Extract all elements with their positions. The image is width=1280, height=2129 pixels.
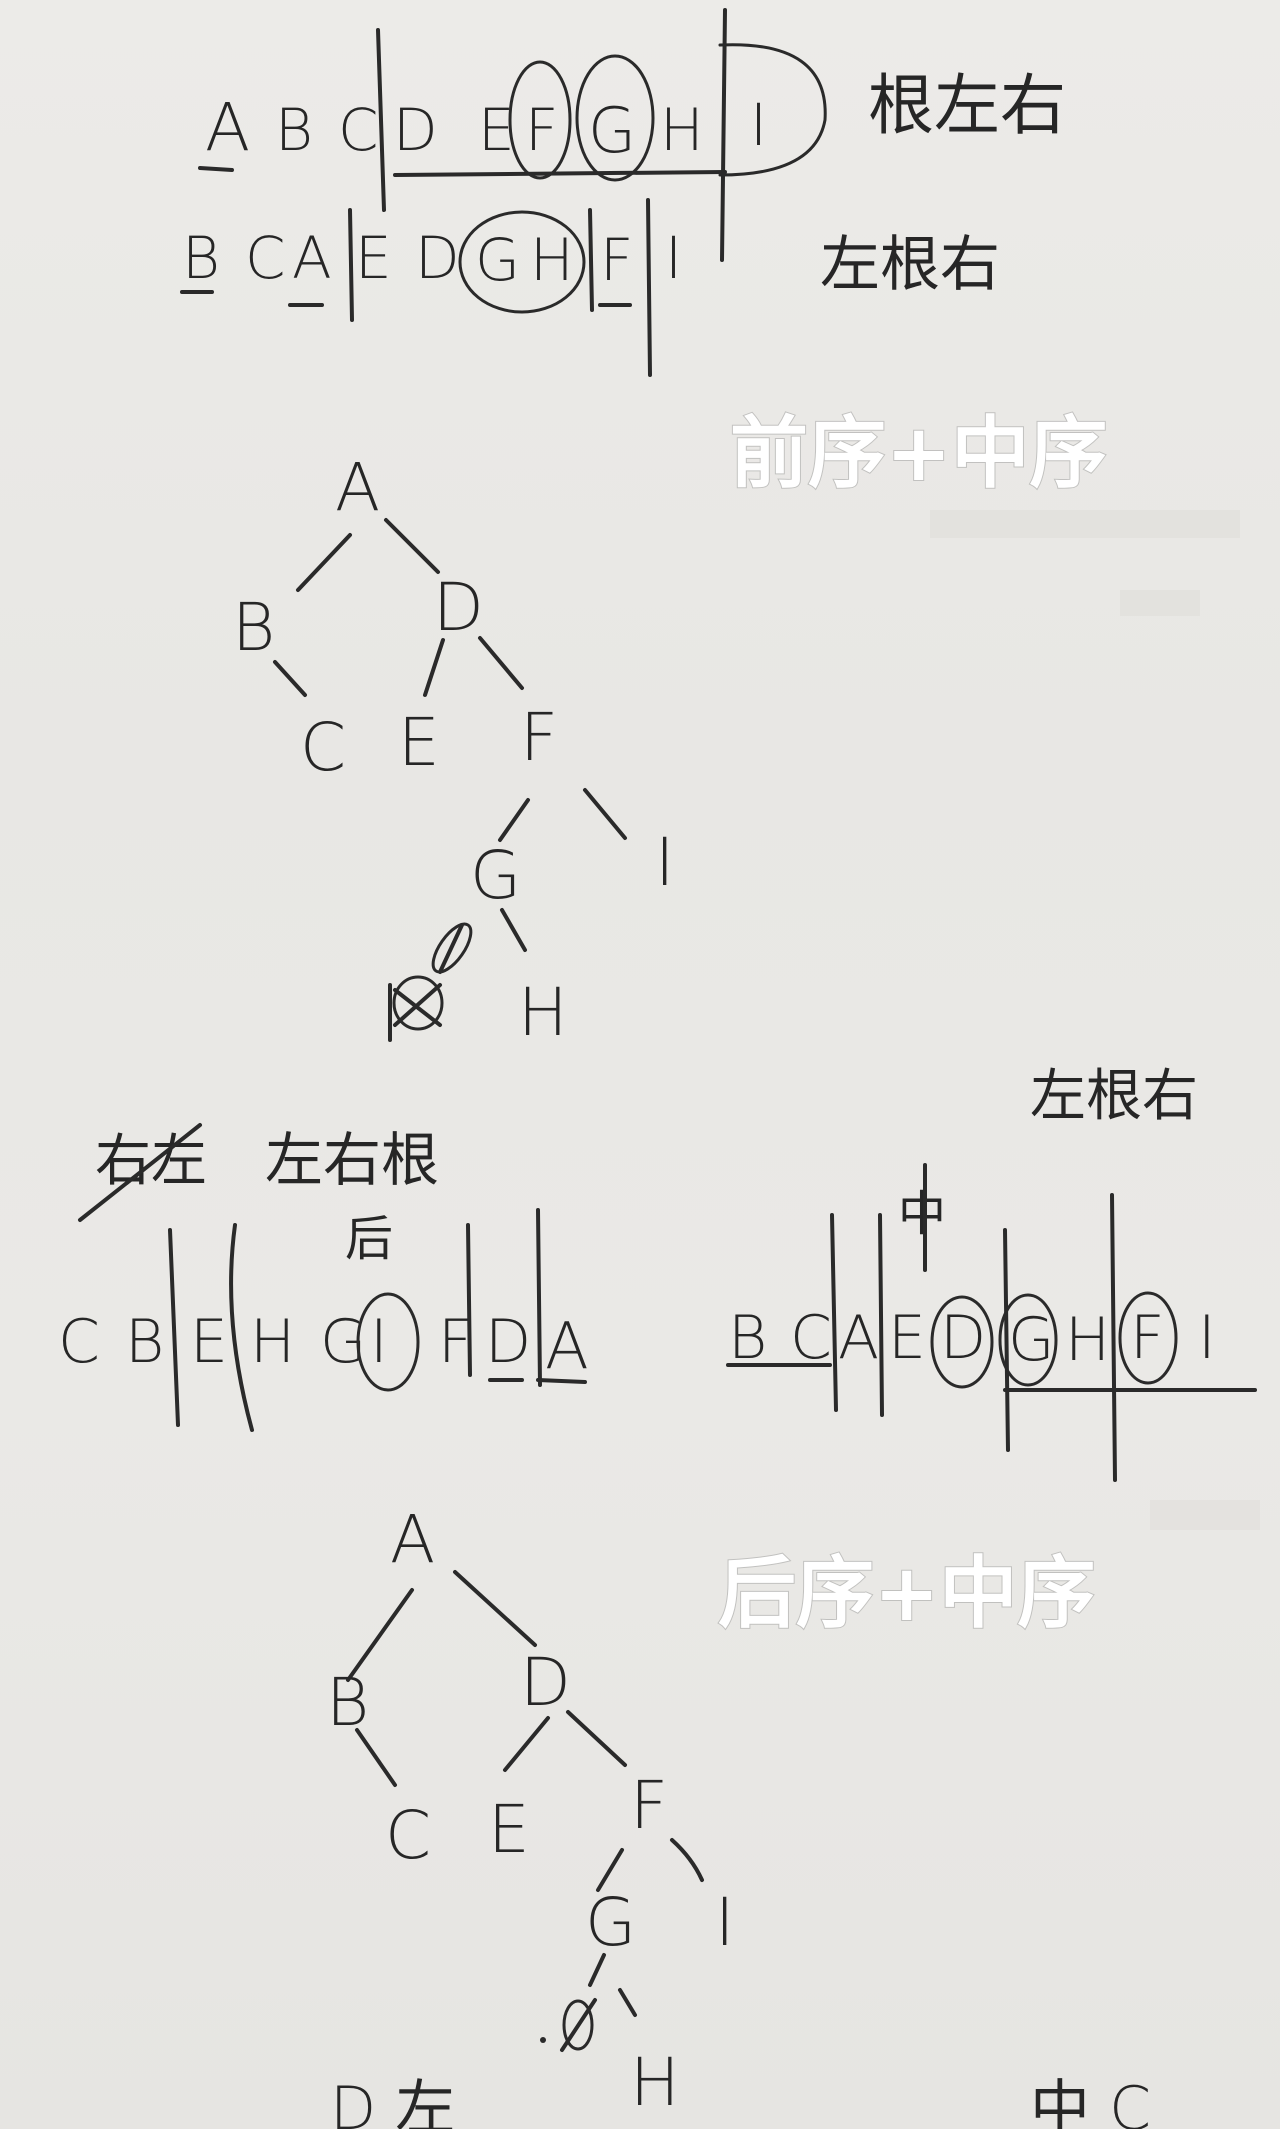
tree-node: H — [518, 974, 568, 1051]
tree-node: G — [470, 837, 521, 914]
preorder-letter: F — [525, 96, 558, 164]
crossed-out-scribble — [388, 922, 473, 1042]
inorder-letter: G — [1008, 1305, 1055, 1375]
tree-node: E — [398, 704, 440, 781]
tree-node: I — [715, 1884, 734, 1961]
overlay-title-bottom: 后序+中序 — [718, 1549, 1095, 1639]
inorder-letter: E — [355, 224, 392, 292]
inorder-letter: B — [182, 224, 220, 292]
rule-label: 左根右 — [1030, 1064, 1198, 1129]
inorder-letter: G — [475, 226, 520, 294]
postorder-letter: I — [370, 1307, 388, 1377]
postorder-letter: D — [485, 1307, 531, 1377]
binary-tree-bottom: A B D C E F G I H — [326, 1501, 734, 2121]
tree-node: C — [385, 1797, 431, 1874]
inorder-letter: F — [600, 226, 633, 294]
inorder-letter: A — [292, 224, 332, 292]
inorder-letter: B — [728, 1303, 767, 1373]
binary-tree-top: A B D C E F G I H — [232, 449, 674, 1051]
tree-node: F — [630, 1767, 668, 1844]
tree-node: I — [655, 824, 674, 901]
tree-node: G — [585, 1884, 636, 1961]
crossed-out-scribble — [540, 1998, 597, 2052]
bleed-through-marks — [930, 510, 1260, 1530]
inorder-letter: I — [665, 224, 682, 292]
rule-label: 左根右 — [820, 230, 1000, 300]
preorder-letter: I — [750, 91, 767, 159]
cutoff-note-right: 中 C — [1030, 2074, 1151, 2129]
preorder-letter: G — [588, 94, 636, 167]
inorder-letter: H — [530, 226, 574, 294]
inorder-letter: D — [415, 224, 460, 292]
preorder-letter: C — [338, 96, 379, 164]
tree-node: D — [520, 1644, 571, 1721]
preorder-sequence: A B C D E F G H I 根左右 — [198, 8, 1066, 262]
preorder-letter: E — [478, 96, 515, 164]
postorder-letter: E — [190, 1307, 228, 1377]
tree-node: B — [326, 1664, 369, 1741]
inorder-letter: D — [940, 1303, 986, 1373]
preorder-letter: A — [205, 89, 250, 166]
tree-node: H — [630, 2044, 680, 2121]
overlay-title-top: 前序+中序 — [730, 409, 1107, 499]
tree-node: D — [433, 569, 484, 646]
inorder-sequence-top: B C A E D G H F I 左根右 — [180, 198, 1000, 377]
tree-node: E — [488, 1791, 530, 1868]
postorder-letter: G — [320, 1307, 367, 1377]
postorder-letter: F — [438, 1307, 473, 1377]
tree-node: A — [390, 1501, 435, 1578]
tree-node: C — [300, 709, 346, 786]
inorder-letter: I — [1198, 1303, 1216, 1373]
tree-node: A — [335, 449, 380, 526]
postorder-sequence: 右左 左右根 后 C B E H G I F D A — [58, 1123, 589, 1432]
cutoff-note-left: D 左 — [330, 2074, 455, 2129]
annotation-zhong: 中 — [898, 1186, 946, 1242]
inorder-letter: A — [838, 1303, 879, 1373]
rule-label: 根左右 — [868, 67, 1066, 144]
postorder-letter: A — [545, 1310, 589, 1384]
inorder-sequence-middle: 左根右 中 B C A E D G H F I — [726, 1064, 1257, 1482]
inorder-letter: H — [1065, 1305, 1110, 1375]
postorder-letter: B — [125, 1307, 164, 1377]
inorder-letter: F — [1130, 1303, 1165, 1373]
rule-label: 左右根 — [265, 1126, 439, 1194]
preorder-letter: H — [660, 96, 704, 164]
postorder-letter: C — [58, 1307, 100, 1377]
inorder-letter: C — [245, 224, 286, 292]
postorder-letter: H — [250, 1307, 295, 1377]
inorder-letter: C — [790, 1303, 832, 1373]
annotation-hou: 后 — [345, 1211, 393, 1267]
preorder-letter: D — [393, 96, 438, 164]
inorder-letter: E — [888, 1303, 926, 1373]
tree-node: B — [232, 589, 275, 666]
crossed-out-note: 右左 — [78, 1123, 207, 1222]
tree-node: F — [520, 699, 558, 776]
preorder-letter: B — [275, 96, 313, 164]
